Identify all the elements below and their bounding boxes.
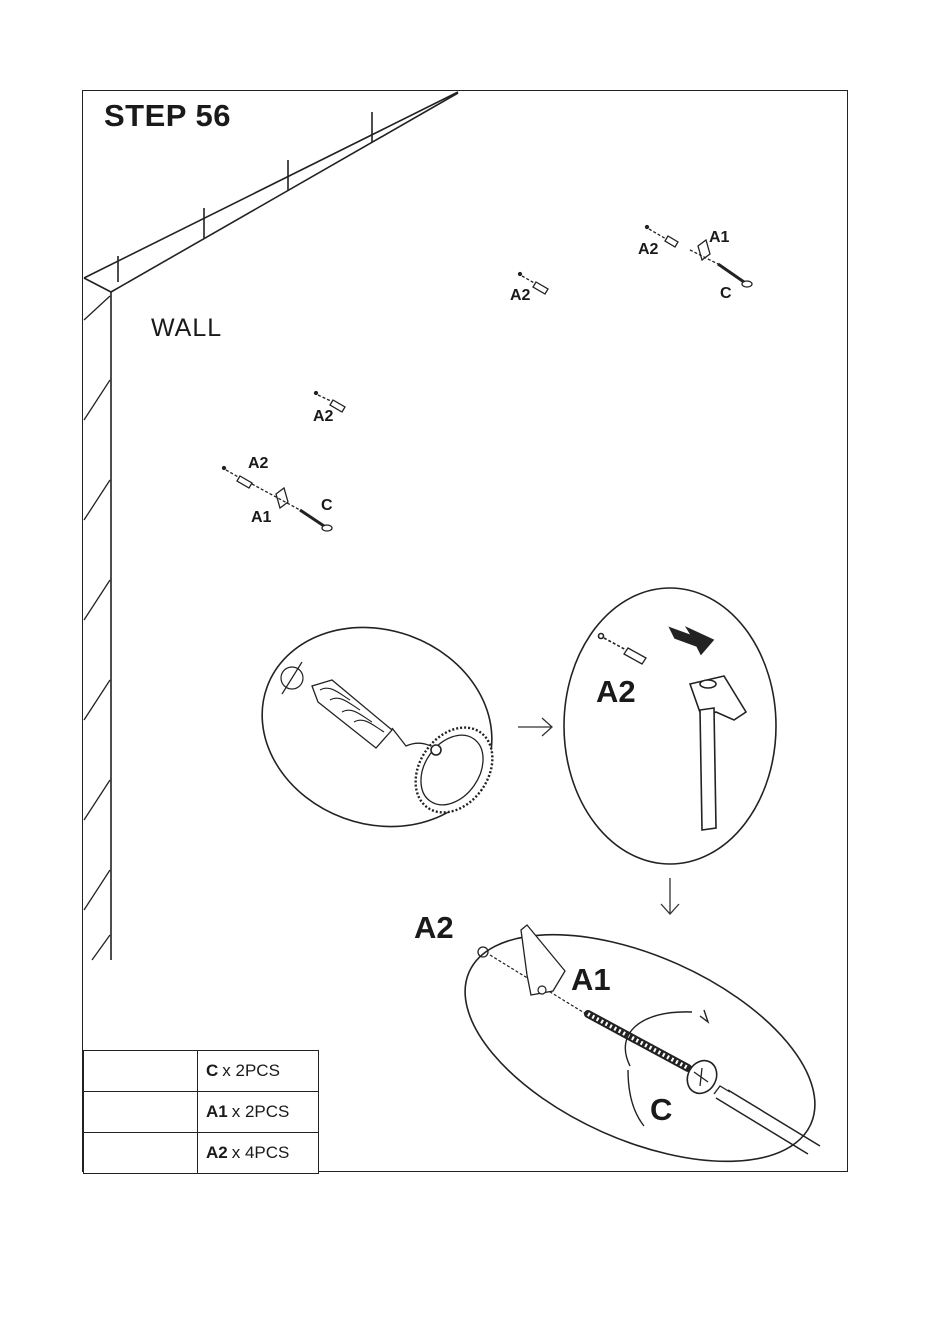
label-a2-left-lower: A2	[248, 456, 268, 472]
wall-plug-icon	[84, 1133, 198, 1174]
label-a2-hammer-detail: A2	[596, 676, 636, 707]
parts-code-a1: A1	[206, 1102, 228, 1121]
label-a2-top-right: A2	[638, 242, 658, 258]
screw-icon	[84, 1051, 198, 1092]
label-a1-left-lower: A1	[251, 510, 271, 526]
parts-quantity-c: x 2PCS	[222, 1061, 280, 1080]
label-a2-left-upper: A2	[313, 409, 333, 425]
parts-code-a2: A2	[206, 1143, 228, 1162]
wall-fixing-left-lower	[223, 467, 333, 532]
hammer-handle	[700, 708, 716, 830]
label-c-screw-detail: C	[650, 1094, 672, 1125]
parts-code-c: C	[206, 1061, 218, 1080]
wall-label: WALL	[151, 316, 222, 341]
parts-quantity-a1: x 2PCS	[232, 1102, 290, 1121]
label-c-top-right: C	[720, 286, 732, 302]
hammer-detail	[564, 588, 776, 864]
step-title: STEP 56	[104, 100, 231, 131]
drill-detail	[234, 596, 520, 858]
label-a2-top-middle: A2	[510, 288, 530, 304]
label-a2-screw-detail: A2	[414, 912, 454, 943]
hanging-bracket-icon	[84, 1092, 198, 1133]
parts-quantity-a2: x 4PCS	[232, 1143, 290, 1162]
screw-detail	[432, 888, 849, 1208]
wall-fixing-top-right	[646, 226, 753, 288]
label-a1-top-right: A1	[709, 230, 729, 246]
label-a1-screw-detail: A1	[571, 964, 611, 995]
wall-hatching	[84, 296, 110, 960]
label-c-left-lower: C	[321, 498, 333, 514]
